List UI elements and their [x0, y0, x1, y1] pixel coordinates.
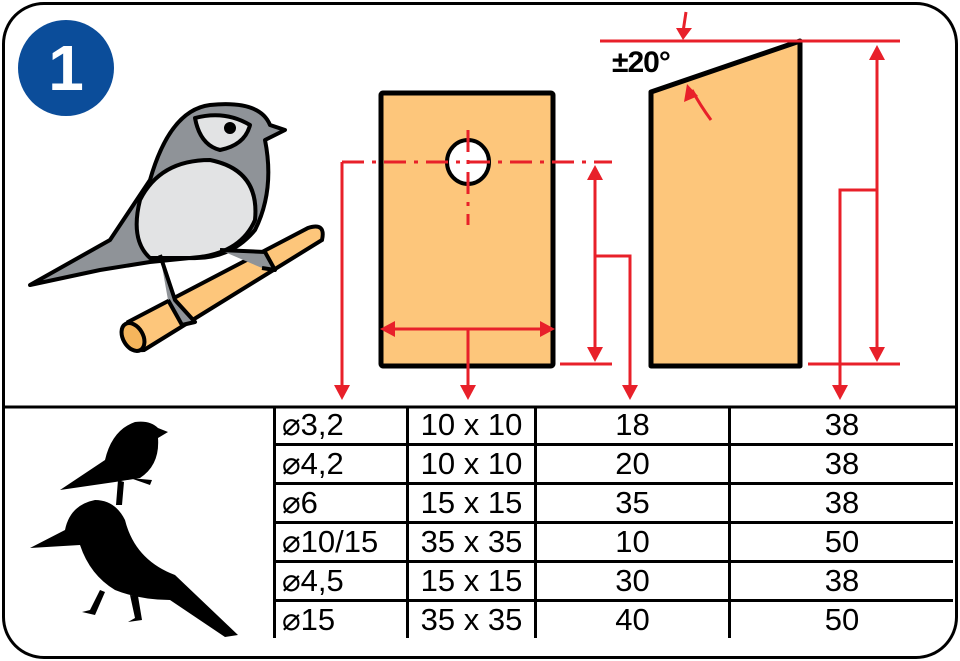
table-row: ⌀15 35 x 35 40 50 — [273, 599, 953, 638]
hole-diameter: ⌀4,5 — [273, 560, 409, 602]
box-size: 10 x 10 — [406, 443, 537, 485]
hole-height: 35 — [534, 482, 731, 524]
hole-height: 10 — [534, 521, 731, 563]
hole-diameter: ⌀15 — [273, 599, 409, 638]
side-board — [648, 38, 803, 369]
step-number-badge: 1 — [18, 20, 114, 116]
hole-height: 40 — [534, 599, 731, 638]
box-height: 38 — [728, 407, 953, 446]
hole-diameter: ⌀10/15 — [273, 521, 409, 563]
tit-bird-illustration — [28, 102, 287, 327]
angle-label: ±20° — [612, 46, 671, 79]
box-height: 38 — [728, 482, 953, 524]
table-row: ⌀3,2 10 x 10 18 38 — [273, 407, 953, 446]
woodpecker-silhouette — [30, 500, 238, 637]
hole-diameter: ⌀4,2 — [273, 443, 409, 485]
box-size: 15 x 15 — [406, 482, 537, 524]
hole-height: 20 — [534, 443, 731, 485]
box-size: 35 x 35 — [406, 521, 537, 563]
table-row: ⌀4,5 15 x 15 30 38 — [273, 560, 953, 602]
hole-diameter: ⌀3,2 — [273, 407, 409, 446]
box-size: 15 x 15 — [406, 560, 537, 602]
box-height: 38 — [728, 443, 953, 485]
box-size: 35 x 35 — [406, 599, 537, 638]
dimension-arrowheads — [334, 28, 885, 400]
dimension-lines — [340, 11, 900, 390]
hole-height: 30 — [534, 560, 731, 602]
table-row: ⌀10/15 35 x 35 10 50 — [273, 521, 953, 563]
dimensions-table: ⌀3,2 10 x 10 18 38 ⌀4,2 10 x 10 20 38 ⌀6… — [273, 407, 953, 638]
small-bird-silhouette — [60, 421, 168, 505]
box-height: 50 — [728, 521, 953, 563]
hole-diameter: ⌀6 — [273, 482, 409, 524]
box-height: 50 — [728, 599, 953, 638]
box-size: 10 x 10 — [406, 407, 537, 446]
table-row: ⌀4,2 10 x 10 20 38 — [273, 443, 953, 485]
table-row: ⌀6 15 x 15 35 38 — [273, 482, 953, 524]
hole-height: 18 — [534, 407, 731, 446]
perch-illustration — [119, 224, 325, 353]
box-height: 38 — [728, 560, 953, 602]
